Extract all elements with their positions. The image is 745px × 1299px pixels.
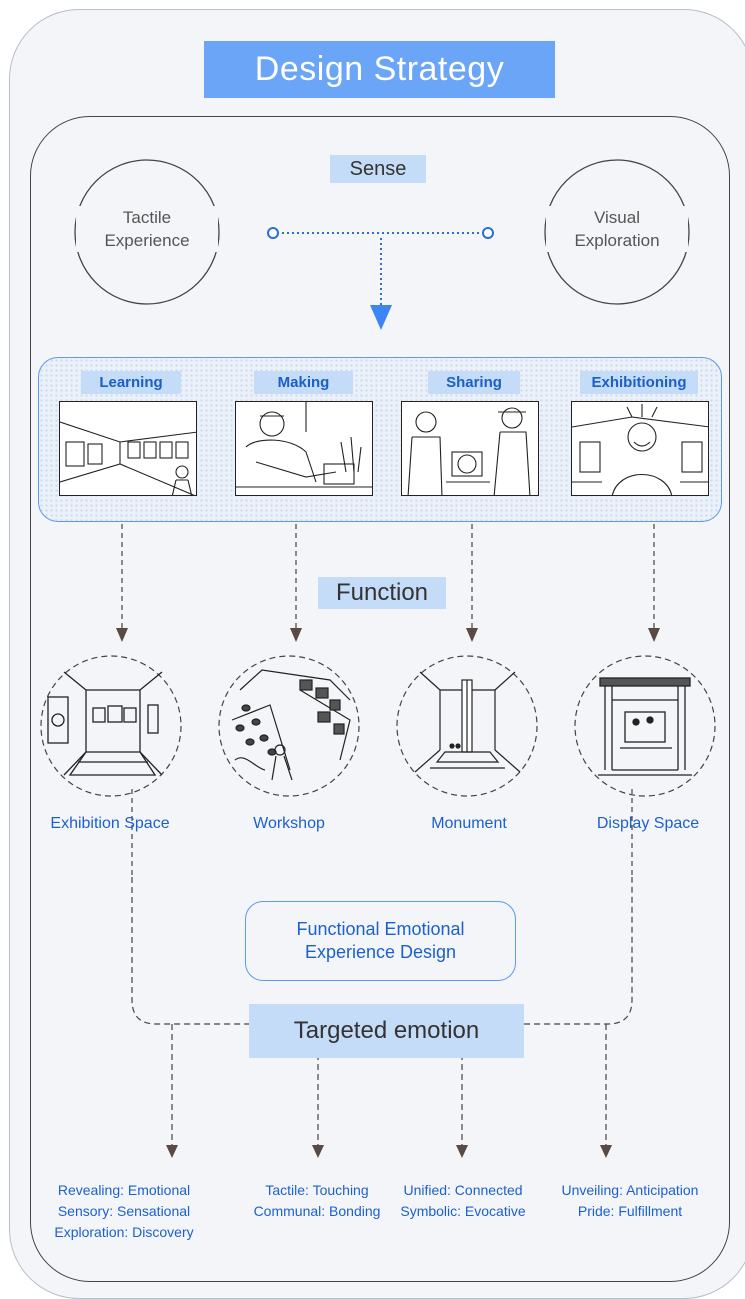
learning-sketch [59, 401, 197, 496]
visual-circle [544, 159, 690, 305]
functional-emotional-box: Functional Emotional Experience Design [245, 901, 516, 981]
workshop-sketch [231, 669, 351, 781]
tactile-circle [74, 159, 220, 305]
emotion-group-3: Unified: Connected Symbolic: Evocative [400, 1182, 526, 1219]
space-label-display: Display Space [596, 815, 700, 832]
tactile-experience-text: Tactile Experience [76, 206, 218, 252]
activity-label-sharing: Sharing [428, 371, 520, 394]
function-label: Function [318, 577, 446, 609]
monument-sketch [414, 671, 521, 773]
space-label-monument: Monument [431, 815, 507, 832]
visual-exploration-text: Visual Exploration [546, 206, 688, 252]
exhibition-space-sketch [47, 671, 163, 776]
emotion-group-2: Tactile: Touching Communal: Bonding [253, 1182, 381, 1219]
connector-node-right [482, 227, 494, 239]
diagram-title: Design Strategy [204, 41, 555, 98]
sharing-sketch [401, 401, 539, 496]
sense-arrow [370, 305, 392, 330]
activity-label-exhibitioning: Exhibitioning [580, 371, 698, 394]
exhibitioning-sketch [571, 401, 709, 496]
space-label-workshop: Workshop [253, 815, 325, 832]
display-space-sketch [598, 677, 692, 776]
emotion-group-4: Unveiling: Anticipation Pride: Fulfillme… [561, 1182, 699, 1219]
activity-label-learning: Learning [81, 371, 181, 394]
connector-node-left [267, 227, 279, 239]
activity-label-making: Making [254, 371, 353, 394]
emotion-group-1: Revealing: Emotional Sensory: Sensationa… [54, 1182, 194, 1240]
sense-label: Sense [330, 155, 426, 183]
making-sketch [235, 401, 373, 496]
targeted-emotion-label: Targeted emotion [249, 1004, 524, 1058]
space-label-exhibition: Exhibition Space [50, 815, 170, 832]
